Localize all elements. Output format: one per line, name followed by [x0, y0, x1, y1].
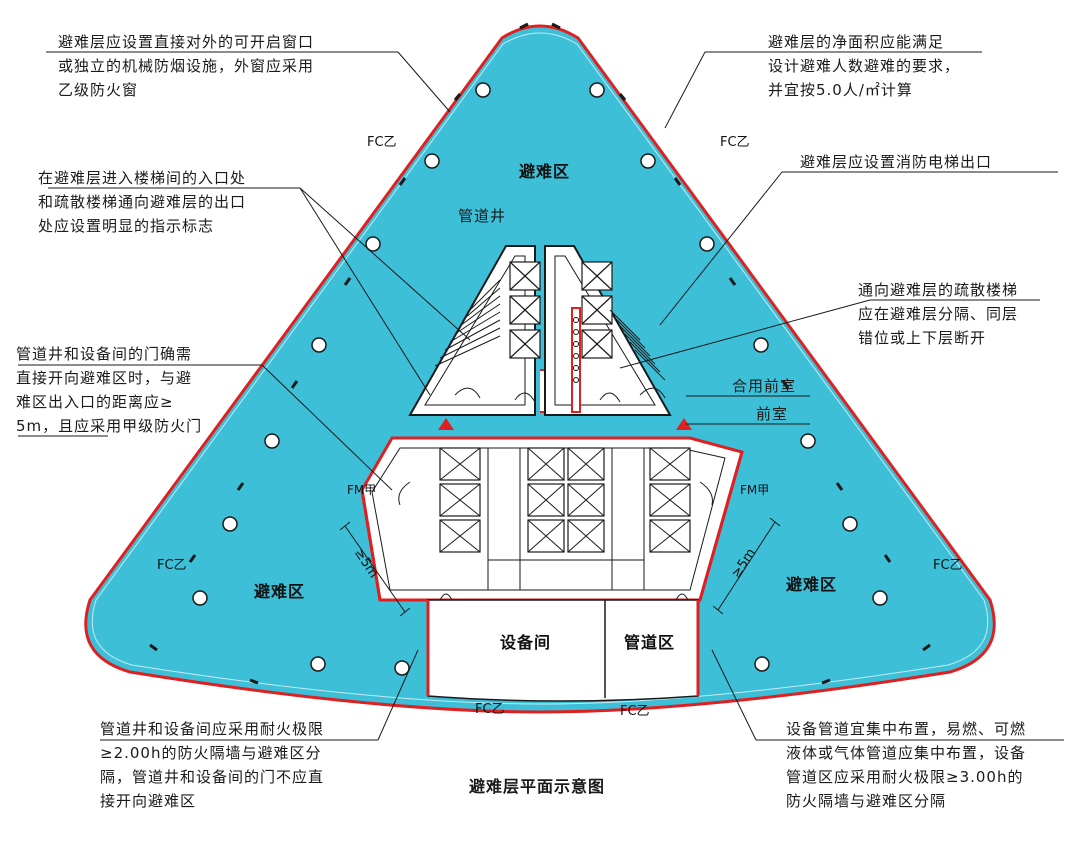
note-area: 避难层的净面积应能满足 设计避难人数避难的要求， 并宜按5.0人/㎡计算 [768, 33, 961, 99]
note-stairs: 通向避难层的疏散楼梯 应在避难层分隔、同层 错位或上下层断开 [858, 281, 1019, 347]
left-core [408, 245, 553, 416]
zone-pipe-area: 管道区 [624, 633, 676, 652]
diagram-title: 避难层平面示意图 [469, 777, 606, 796]
exit-marker-right [676, 418, 692, 430]
label-anteroom: 前室 [756, 405, 789, 423]
note-signage: 在避难层进入楼梯间的入口处 和疏散楼梯通向避难层的出口 处应设置明显的指示标志 [38, 169, 247, 235]
note-window: 避难层应设置直接对外的可开启窗口 或独立的机械防烟设施，外窗应采用 乙级防火窗 [58, 33, 315, 99]
columns [192, 82, 888, 676]
zone-refuge-top: 避难区 [519, 162, 571, 181]
note-fire-wall: 管道井和设备间应采用耐火极限 ≥2.00h的防火隔墙与避难区分 隔，管道井和设备… [100, 720, 325, 810]
tag-fc-right: FC乙 [933, 558, 963, 573]
exit-marker-left [438, 418, 454, 430]
label-shared-anteroom: 合用前室 [732, 377, 797, 395]
tag-fc-top-right: FC乙 [720, 135, 750, 150]
tag-fm-left: FM甲 [347, 483, 377, 497]
floor-outline-inner [91, 32, 989, 705]
note-elevator: 避难层应设置消防电梯出口 [800, 153, 993, 171]
dimension-right [712, 517, 781, 615]
zone-refuge-left: 避难区 [254, 582, 306, 601]
tag-fc-left: FC乙 [157, 558, 187, 573]
tag-fc-bottom-right: FC乙 [620, 704, 650, 719]
tag-fc-bottom-left: FC乙 [475, 702, 505, 717]
dimension-left [339, 521, 411, 617]
leader-lines [18, 51, 1064, 741]
central-core [360, 436, 744, 602]
zone-equipment-room: 设备间 [500, 633, 552, 652]
service-rooms [426, 593, 700, 702]
tag-fm-right: FM甲 [740, 483, 770, 497]
note-pipes: 设备管道宜集中布置，易燃、可燃 液体或气体管道应集中布置，设备 管道区应采用耐火… [786, 720, 1027, 810]
right-core [544, 245, 672, 416]
note-door-distance: 管道井和设备间的门确需 直接开向避难区时，与避 难区出入口的距离应≥ 5m，且应… [16, 345, 203, 435]
label-pipe-shaft: 管道井 [458, 207, 507, 225]
zone-refuge-right: 避难区 [786, 575, 838, 594]
tag-fc-top-left: FC乙 [367, 135, 397, 150]
